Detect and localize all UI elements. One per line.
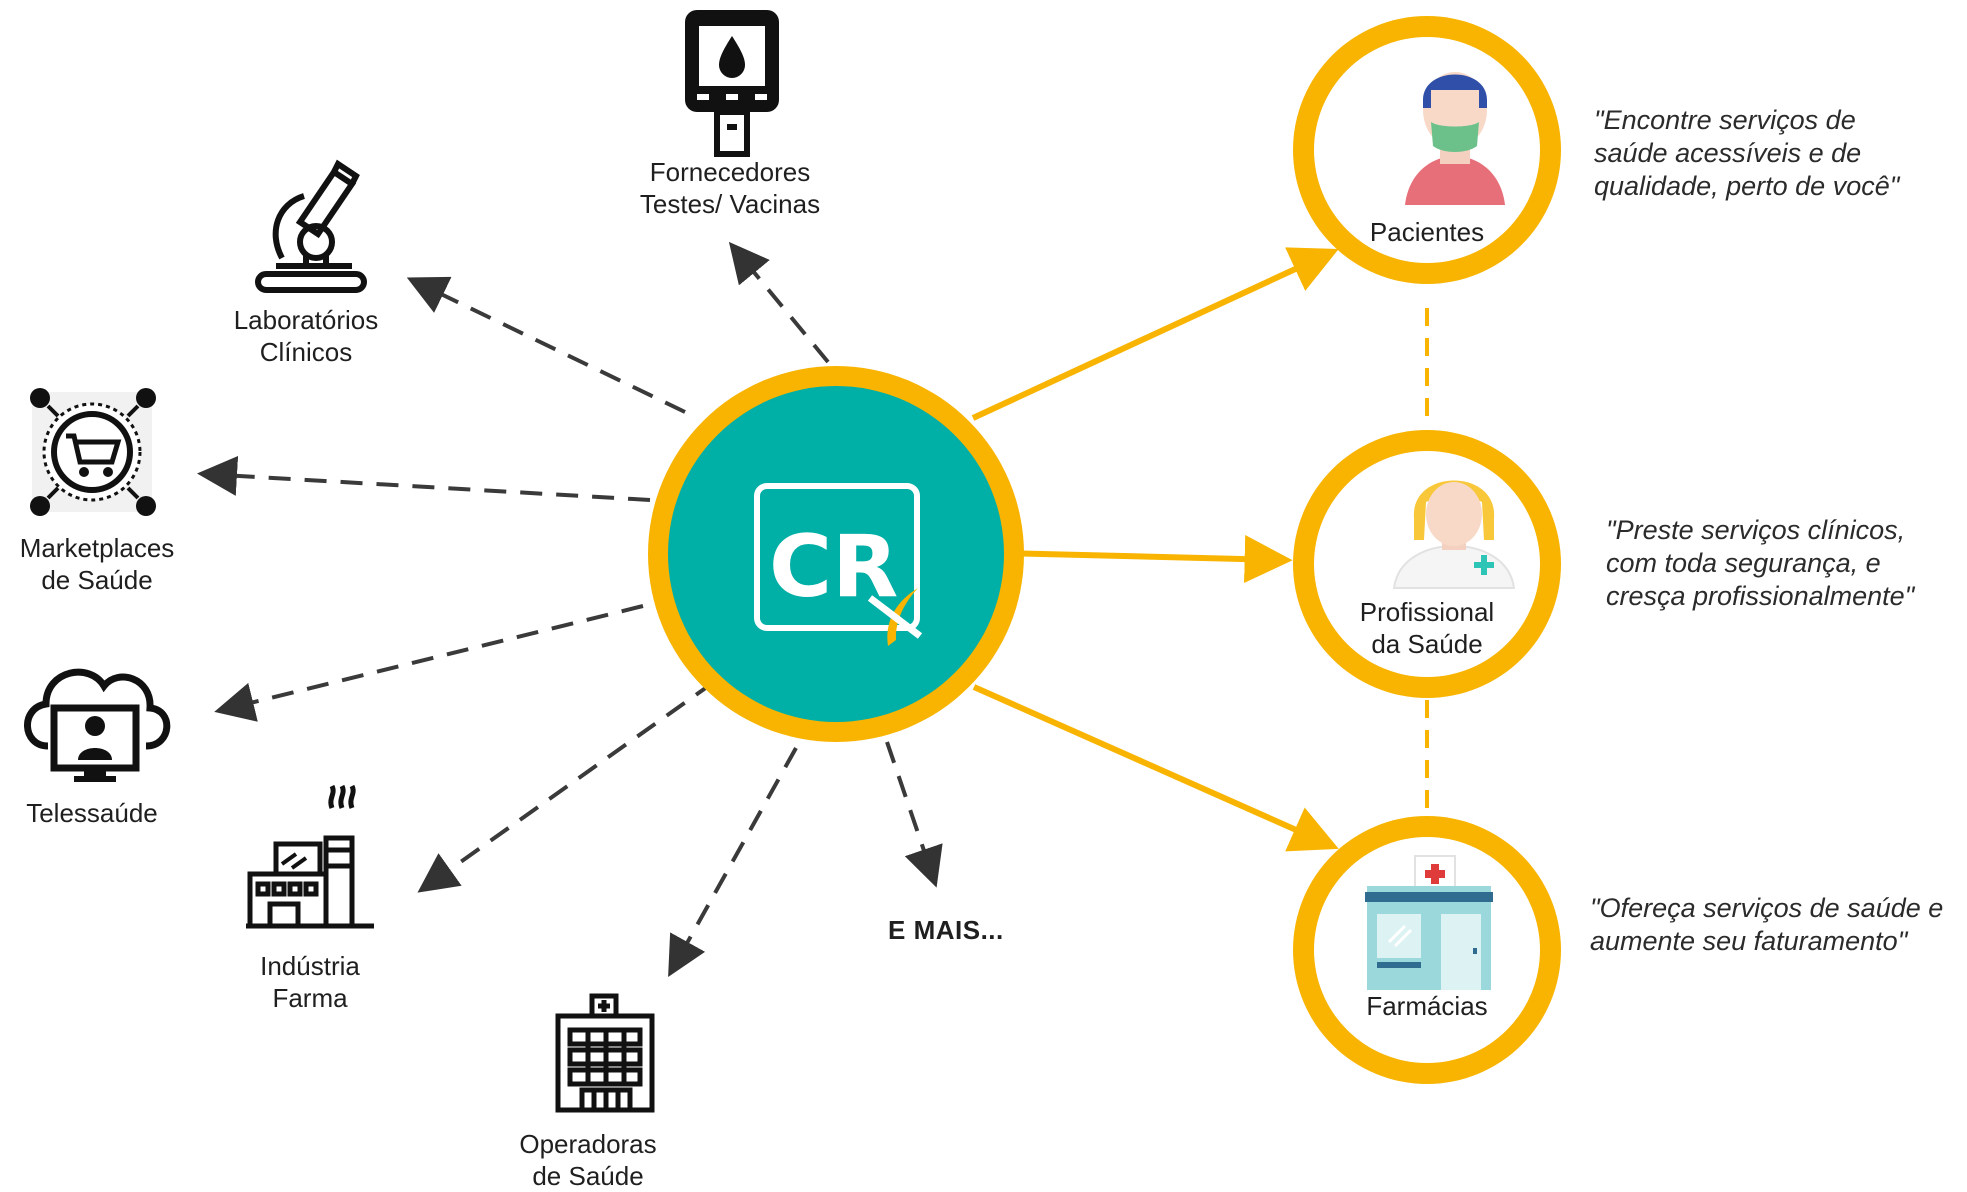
center-hub: CR bbox=[648, 366, 1024, 742]
connector-operadoras bbox=[668, 747, 798, 977]
pacientes-inner bbox=[1314, 37, 1540, 263]
cloud-doctor-icon bbox=[24, 668, 171, 782]
logo-frame bbox=[754, 483, 920, 631]
connector-industria bbox=[417, 680, 716, 893]
logo-tail bbox=[867, 595, 923, 639]
solid-connectors bbox=[971, 247, 1339, 852]
connector-fornecedores bbox=[728, 241, 830, 364]
center-core bbox=[668, 386, 1004, 722]
connector-pacientes bbox=[971, 247, 1339, 421]
glucometer-icon bbox=[685, 10, 779, 157]
health-professional-icon bbox=[1392, 480, 1516, 589]
logo-swoosh bbox=[887, 588, 918, 646]
connector-telessaude bbox=[214, 604, 644, 722]
dashed-connectors bbox=[197, 241, 943, 977]
microscope-icon bbox=[255, 159, 367, 293]
connector-e-mais bbox=[885, 741, 943, 888]
shopping-cart-network-icon bbox=[30, 388, 156, 516]
connector-farmacias bbox=[972, 684, 1339, 852]
connector-marketplaces bbox=[197, 455, 651, 502]
pharmacy-store-icon bbox=[1365, 855, 1493, 990]
patient-mask-icon bbox=[1405, 72, 1505, 205]
hospital-building-icon bbox=[555, 993, 655, 1113]
connector-profissional bbox=[1002, 535, 1293, 584]
factory-icon bbox=[246, 784, 374, 929]
connector-laboratorios bbox=[406, 276, 686, 414]
